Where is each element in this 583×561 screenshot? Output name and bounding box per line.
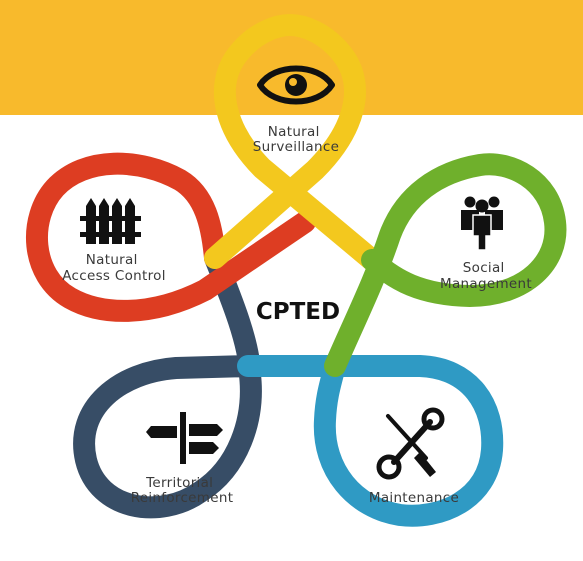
people-group-icon: [461, 196, 503, 251]
fence-icon: [80, 198, 141, 244]
eye-icon: [257, 65, 335, 105]
territorial-loop: [73, 247, 262, 519]
natural-surveillance-label: Natural Surveillance: [253, 124, 339, 155]
signpost-icon: [146, 412, 223, 464]
center-label: CPTED: [256, 299, 340, 325]
social-management-label: Social Management: [440, 260, 532, 292]
natural-access-control-label: Natural Access Control: [62, 252, 166, 284]
surveillance-loop: [204, 14, 383, 271]
maintenance-label: Maintenance: [369, 490, 459, 506]
social-loop: [324, 153, 567, 377]
maintenance-loop: [237, 355, 504, 527]
territorial-reinforcement-label: Territorial Reinforcement: [131, 475, 234, 506]
wrench-screwdriver-icon: [376, 407, 445, 480]
access-control-loop: [26, 152, 316, 322]
